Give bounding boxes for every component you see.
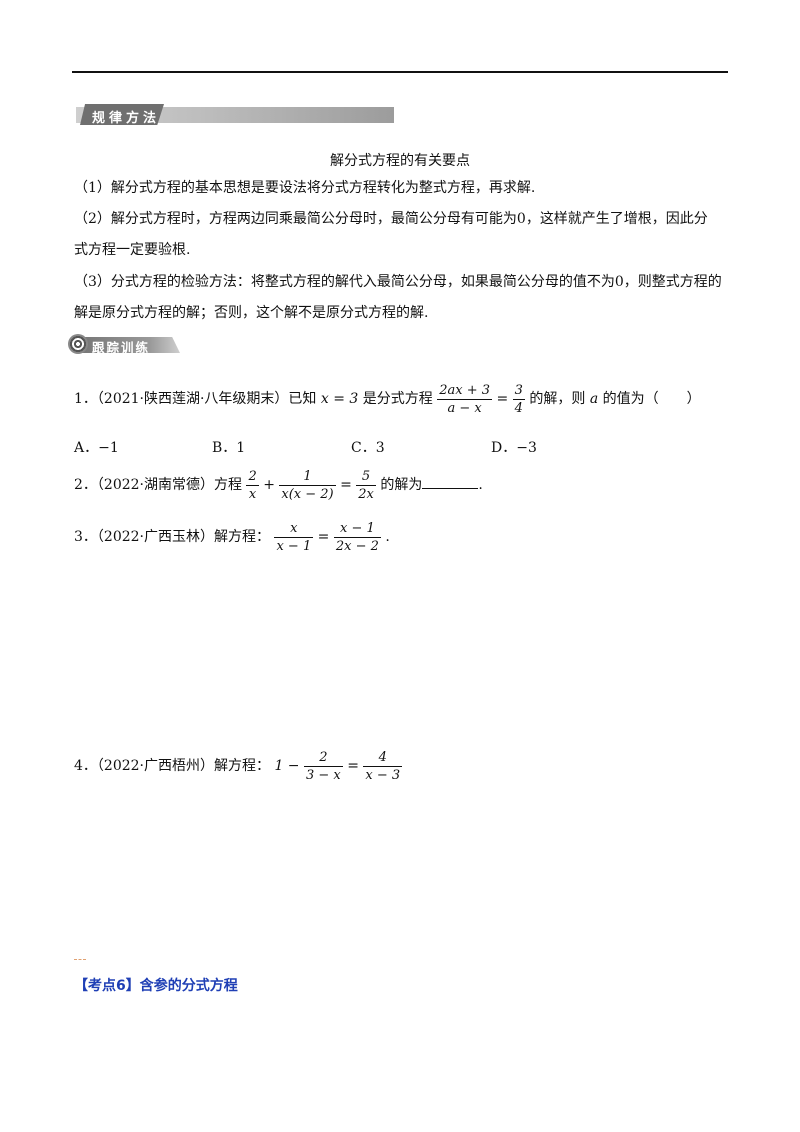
tip-line-4: （3）分式方程的检验方法：将整式方程的解代入最简公分母，如果最简公分母的值不为0… xyxy=(74,274,722,290)
kaodian-heading: 【考点6】含参的分式方程 xyxy=(74,978,238,994)
tip-line-3: 式方程一定要验根. xyxy=(74,242,191,258)
q1-option-d[interactable]: D．−3 xyxy=(491,440,537,456)
q1-option-a[interactable]: A．−1 xyxy=(74,440,119,456)
tip-title: 解分式方程的有关要点 xyxy=(330,153,470,169)
tip-line-2: （2）解分式方程时，方程两边同乘最简公分母时，最简公分母有可能为0，这样就产生了… xyxy=(74,211,708,227)
q1-option-b[interactable]: B．1 xyxy=(212,440,246,456)
q1-condition: x = 3 xyxy=(320,391,359,407)
q1-option-c[interactable]: C．3 xyxy=(351,440,385,456)
practice-banner-label: 跟踪训练 xyxy=(92,340,151,355)
target-icon xyxy=(68,334,88,354)
tip-line-1: （1）解分式方程的基本思想是要设法将分式方程转化为整式方程，再求解. xyxy=(74,180,536,196)
top-rule xyxy=(72,71,728,73)
tip-line-5: 解是原分式方程的解；否则，这个解不是原分式方程的解. xyxy=(74,305,429,321)
q2-answer-blank[interactable] xyxy=(422,476,479,489)
question-1: 1．（2021·陕西莲湖·八年级期末）已知 x = 3 是分式方程 2ax + … xyxy=(74,382,701,416)
method-banner-label: 规律方法 xyxy=(92,111,161,126)
method-banner: 规律方法 xyxy=(76,104,394,126)
practice-banner: 跟踪训练 xyxy=(68,334,180,355)
decorative-dash xyxy=(74,959,86,960)
